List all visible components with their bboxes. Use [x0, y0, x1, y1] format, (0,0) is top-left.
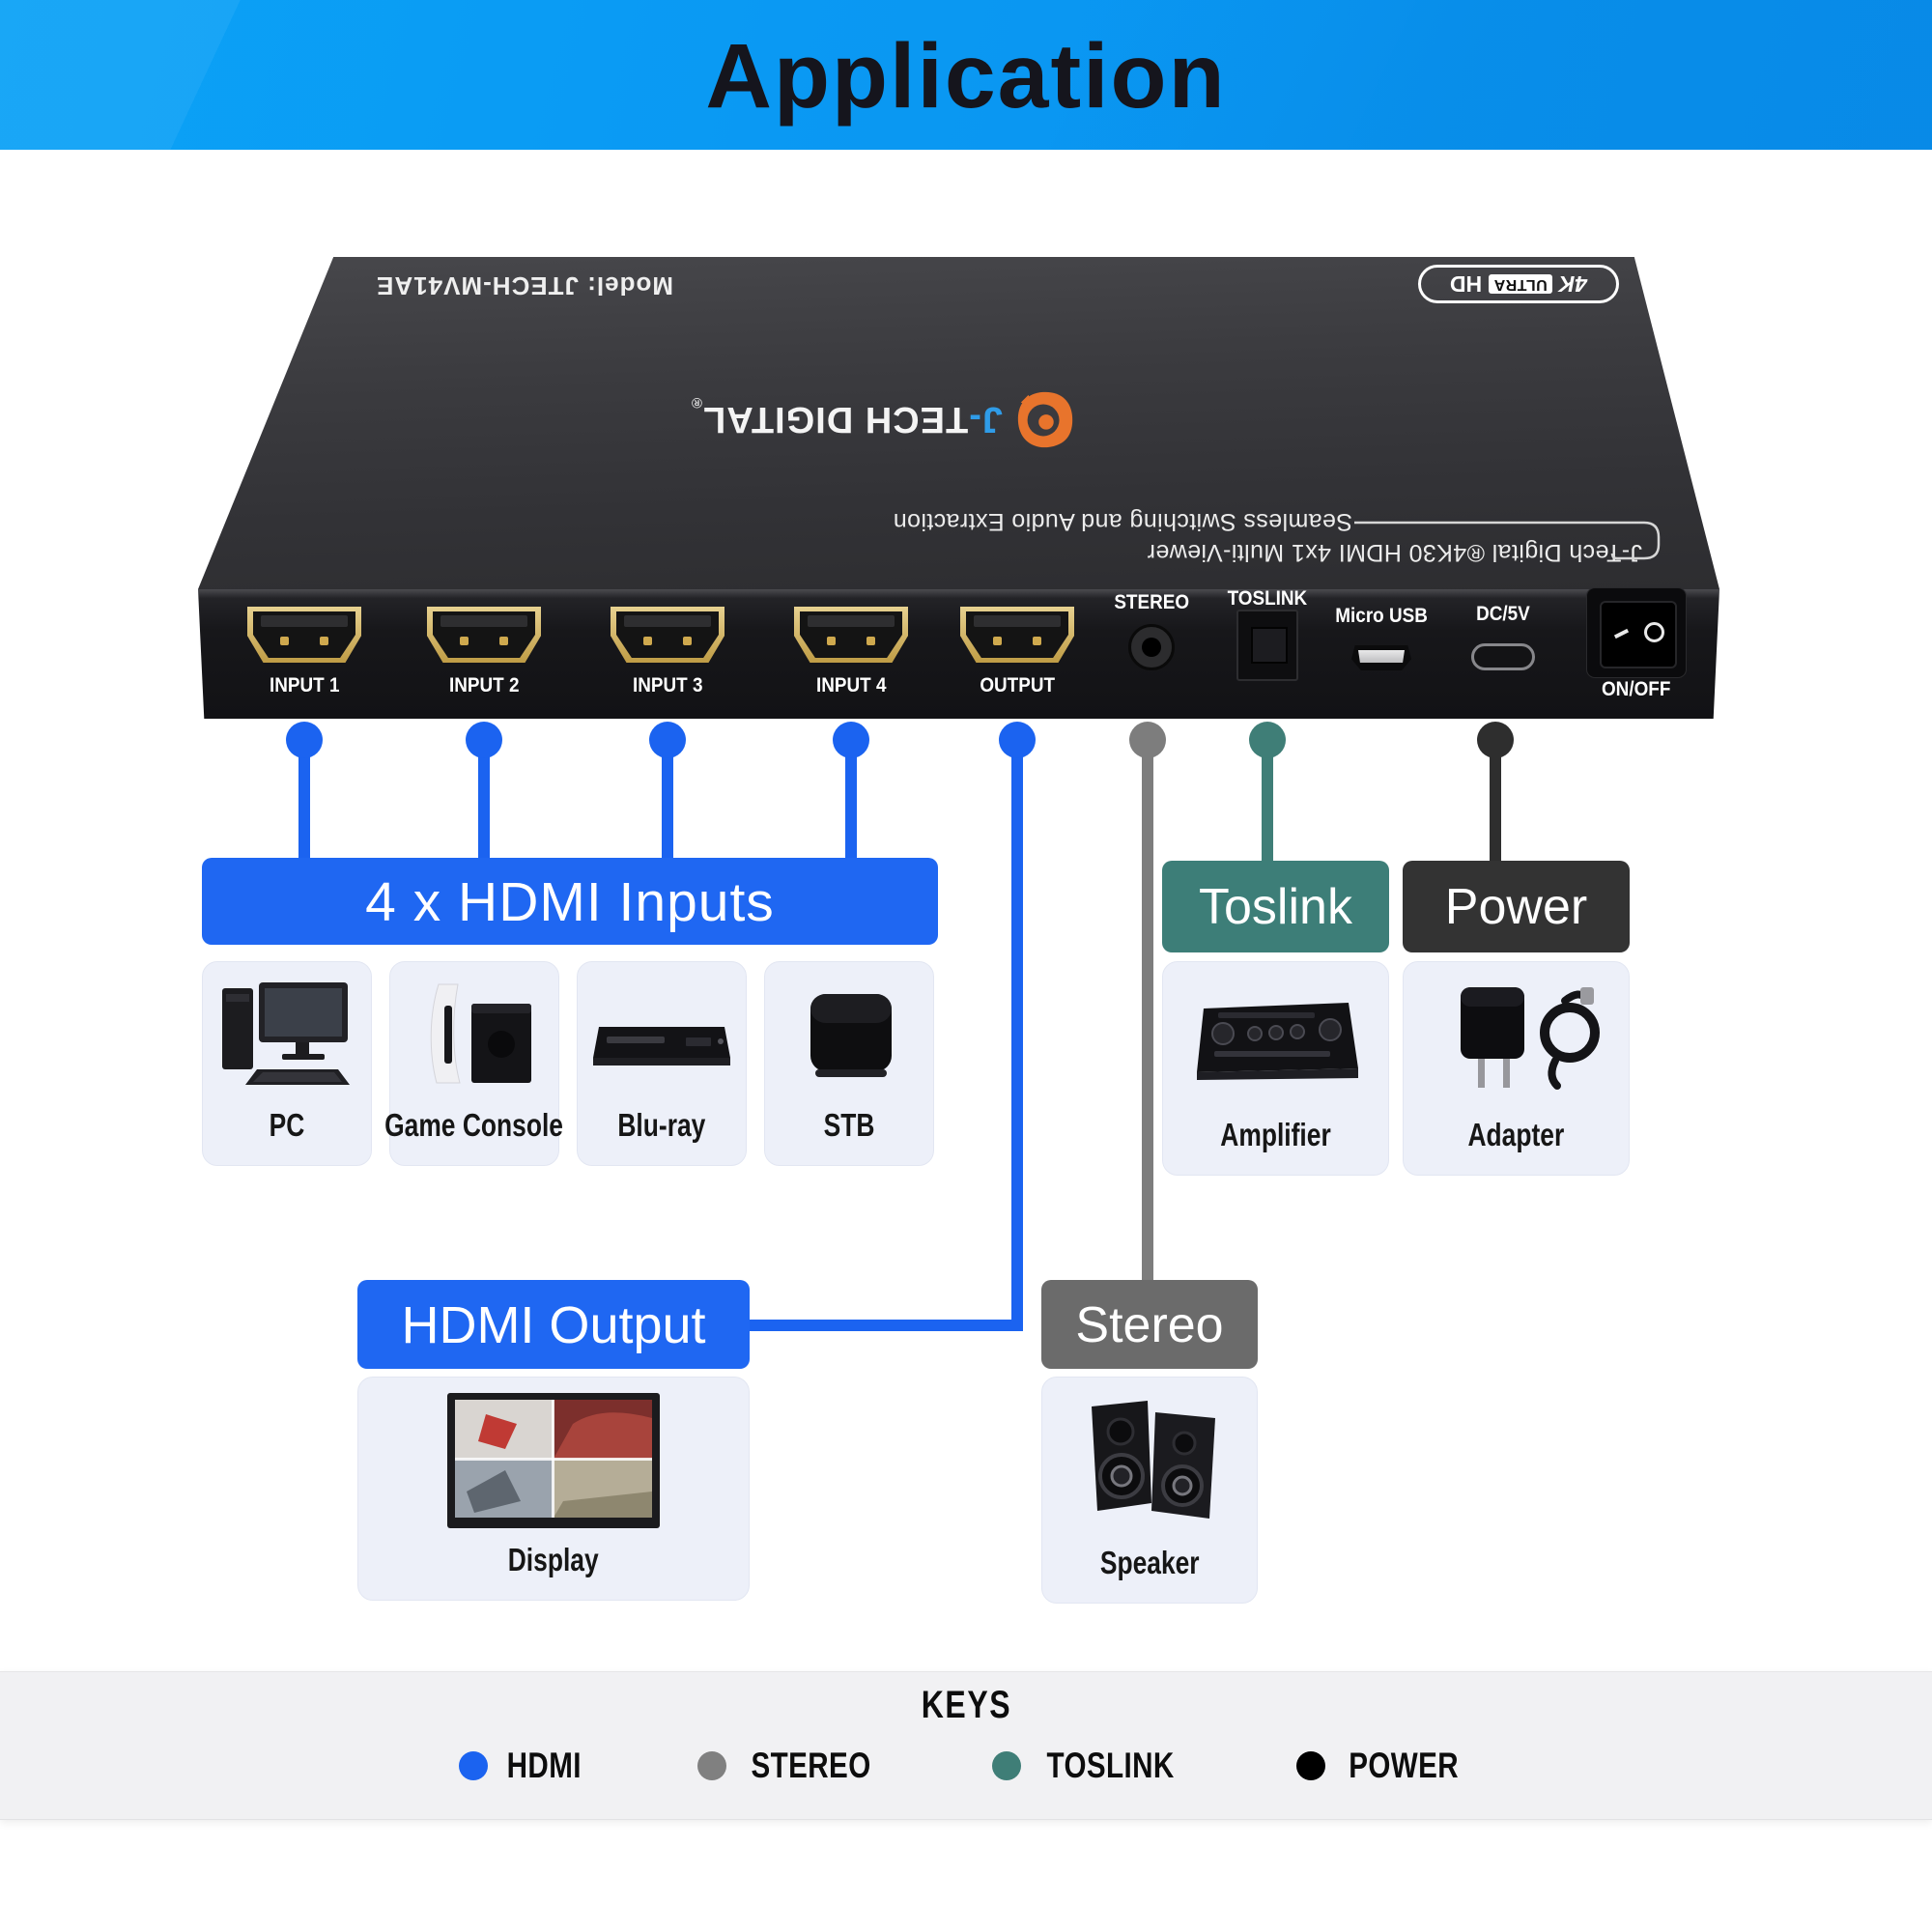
hdmi-dot-input-1: [286, 722, 323, 758]
speaker-image: [1042, 1378, 1257, 1545]
dc-5v-port: [1471, 643, 1535, 670]
hdmi-line-input-2: [478, 734, 490, 860]
hdmi-line-output: [1011, 734, 1023, 1331]
display-image: [358, 1378, 749, 1542]
card-display: Display: [357, 1377, 750, 1601]
toslink-title-box: Toslink: [1162, 861, 1389, 952]
hdmi-line-input-4: [845, 734, 857, 860]
badge-ultra-text: ULTRA: [1489, 274, 1552, 294]
label-input-2: INPUT 2: [448, 674, 520, 696]
jtech-digital-logo: J-TECH DIGITAL®: [691, 383, 1075, 452]
card-amplifier-label: Amplifier: [1220, 1117, 1331, 1152]
toslink-line: [1262, 734, 1273, 864]
power-rocker: [1600, 601, 1677, 668]
stereo-line: [1142, 734, 1153, 1283]
switch-off-mark: [1644, 622, 1664, 642]
hdmi-dot-input-4: [833, 722, 869, 758]
label-dc-5v: DC/5V: [1476, 603, 1530, 625]
label-toslink: TOSLINK: [1227, 587, 1308, 610]
card-display-label: Display: [508, 1542, 599, 1577]
hdmi-port-input-1: [247, 607, 361, 663]
page-title: Application: [705, 25, 1227, 128]
hdmi-inputs-title-box: 4 x HDMI Inputs: [202, 858, 938, 945]
power-switch: [1586, 587, 1687, 678]
hdmi-port-input-4: [794, 607, 908, 663]
stereo-jack-port: [1128, 624, 1175, 670]
card-pc-label: PC: [269, 1107, 305, 1143]
tagline-line-2: Seamless Switching and Audio Extraction: [893, 508, 1352, 535]
stb-image: [765, 962, 933, 1107]
key-item-toslink: TOSLINK: [992, 1746, 1190, 1786]
stereo-key-dot: [696, 1751, 726, 1780]
label-stereo: STEREO: [1114, 591, 1189, 613]
keys-row: HDMI STEREO TOSLINK POWER: [0, 1746, 1932, 1786]
4k-ultra-hd-badge: 4K ULTRA HD: [1418, 265, 1619, 303]
card-blu-ray-label: Blu-ray: [617, 1107, 706, 1143]
card-speaker: Speaker: [1041, 1377, 1258, 1604]
toslink-dot: [1249, 722, 1286, 758]
micro-usb-port: [1351, 645, 1411, 670]
label-on-off: ON/OFF: [1602, 678, 1671, 700]
card-blu-ray: Blu-ray: [577, 961, 747, 1166]
card-speaker-label: Speaker: [1099, 1545, 1200, 1580]
hdmi-output-title-box: HDMI Output: [357, 1280, 750, 1369]
tagline-bracket-line: [1354, 521, 1661, 560]
hdmi-dot-input-3: [649, 722, 686, 758]
pc-image: [203, 962, 371, 1107]
label-input-1: INPUT 1: [269, 674, 340, 696]
game-console-image: [390, 962, 558, 1107]
hdmi-line-input-1: [298, 734, 310, 860]
key-item-stereo: STEREO: [696, 1746, 886, 1786]
card-stb: STB: [764, 961, 934, 1166]
blu-ray-image: [578, 962, 746, 1107]
hdmi-port-input-2: [427, 607, 541, 663]
key-item-hdmi: HDMI: [459, 1746, 591, 1786]
label-output: OUTPUT: [980, 674, 1055, 696]
card-adapter: Adapter: [1403, 961, 1630, 1176]
keys-legend: KEYS HDMI STEREO TOSLINK POWER: [0, 1671, 1932, 1820]
card-game-console: Game Console: [385, 961, 563, 1166]
stereo-title-box: Stereo: [1041, 1280, 1258, 1369]
device-photo: Model: JTECH-MV41AE 4K ULTRA HD J-TECH D…: [198, 257, 1719, 719]
hdmi-dot-input-2: [466, 722, 502, 758]
adapter-image: [1404, 962, 1629, 1117]
toslink-key-label: TOSLINK: [1046, 1746, 1175, 1785]
hdmi-dot-output: [999, 722, 1036, 758]
power-key-dot: [1296, 1751, 1326, 1780]
badge-hd-text: HD: [1449, 271, 1483, 298]
card-stb-label: STB: [823, 1107, 875, 1143]
header-banner: Application: [0, 0, 1932, 150]
badge-4k-text: 4K: [1558, 271, 1588, 298]
toslink-port: [1236, 610, 1298, 681]
stereo-key-label: STEREO: [751, 1746, 871, 1785]
jtech-logo-wordmark: J-TECH DIGITAL®: [690, 394, 1003, 440]
power-line: [1490, 734, 1501, 864]
device-model-text: Model: JTECH-MV41AE: [376, 271, 673, 300]
label-input-3: INPUT 3: [632, 674, 703, 696]
device-top-face: [198, 257, 1719, 589]
card-adapter-label: Adapter: [1467, 1117, 1565, 1152]
label-micro-usb: Micro USB: [1335, 605, 1428, 627]
hdmi-key-dot: [459, 1751, 489, 1780]
key-item-power: POWER: [1296, 1746, 1472, 1786]
amplifier-image: [1163, 962, 1388, 1117]
card-game-console-label: Game Console: [384, 1107, 564, 1143]
hdmi-line-output-elbow: [746, 1320, 1023, 1331]
hdmi-port-output: [960, 607, 1074, 663]
card-amplifier: Amplifier: [1162, 961, 1389, 1176]
power-key-label: POWER: [1349, 1746, 1460, 1785]
stereo-dot: [1129, 722, 1166, 758]
label-input-4: INPUT 4: [815, 674, 887, 696]
jtech-logo-icon: [1015, 385, 1075, 450]
power-title-box: Power: [1403, 861, 1630, 952]
toslink-key-dot: [992, 1751, 1022, 1780]
card-pc: PC: [202, 961, 372, 1166]
hdmi-port-input-3: [611, 607, 724, 663]
power-dot: [1477, 722, 1514, 758]
hdmi-key-label: HDMI: [507, 1746, 582, 1785]
hdmi-line-input-3: [662, 734, 673, 860]
switch-on-mark: [1613, 628, 1630, 639]
keys-title: KEYS: [921, 1684, 1011, 1726]
